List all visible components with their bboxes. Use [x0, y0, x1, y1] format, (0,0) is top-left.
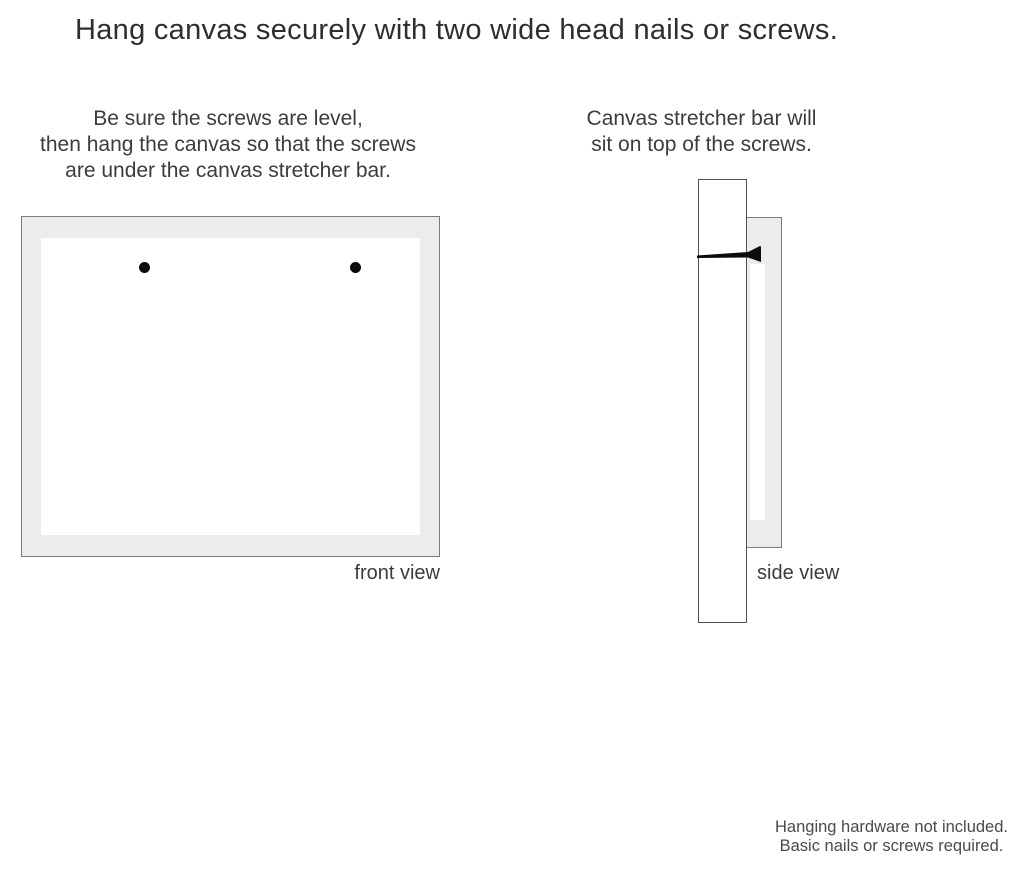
instruction-line: are under the canvas stretcher bar. — [65, 159, 391, 182]
front-view-instructions: Be sure the screws are level, then hang … — [20, 106, 436, 184]
side-view-label: side view — [757, 562, 840, 584]
instruction-line: Be sure the screws are level, — [93, 107, 363, 130]
page-title: Hang canvas securely with two wide head … — [75, 14, 839, 46]
disclaimer-line: Hanging hardware not included. — [775, 818, 1008, 836]
nail-icon — [697, 246, 761, 262]
screw-dot-right — [350, 262, 361, 273]
hardware-disclaimer: Hanging hardware not included. Basic nai… — [775, 818, 1008, 856]
side-view-instructions: Canvas stretcher bar will sit on top of … — [560, 106, 843, 158]
side-view-canvas — [746, 217, 782, 548]
side-view-canvas-recess — [750, 264, 765, 520]
instruction-line: sit on top of the screws. — [591, 133, 812, 156]
instruction-line: then hang the canvas so that the screws — [40, 133, 416, 156]
screw-dot-left — [139, 262, 150, 273]
front-view-canvas-frame — [21, 216, 440, 557]
front-view-canvas-face — [41, 238, 420, 535]
instruction-line: Canvas stretcher bar will — [586, 107, 817, 130]
disclaimer-line: Basic nails or screws required. — [779, 837, 1004, 855]
front-view-label: front view — [354, 562, 440, 584]
